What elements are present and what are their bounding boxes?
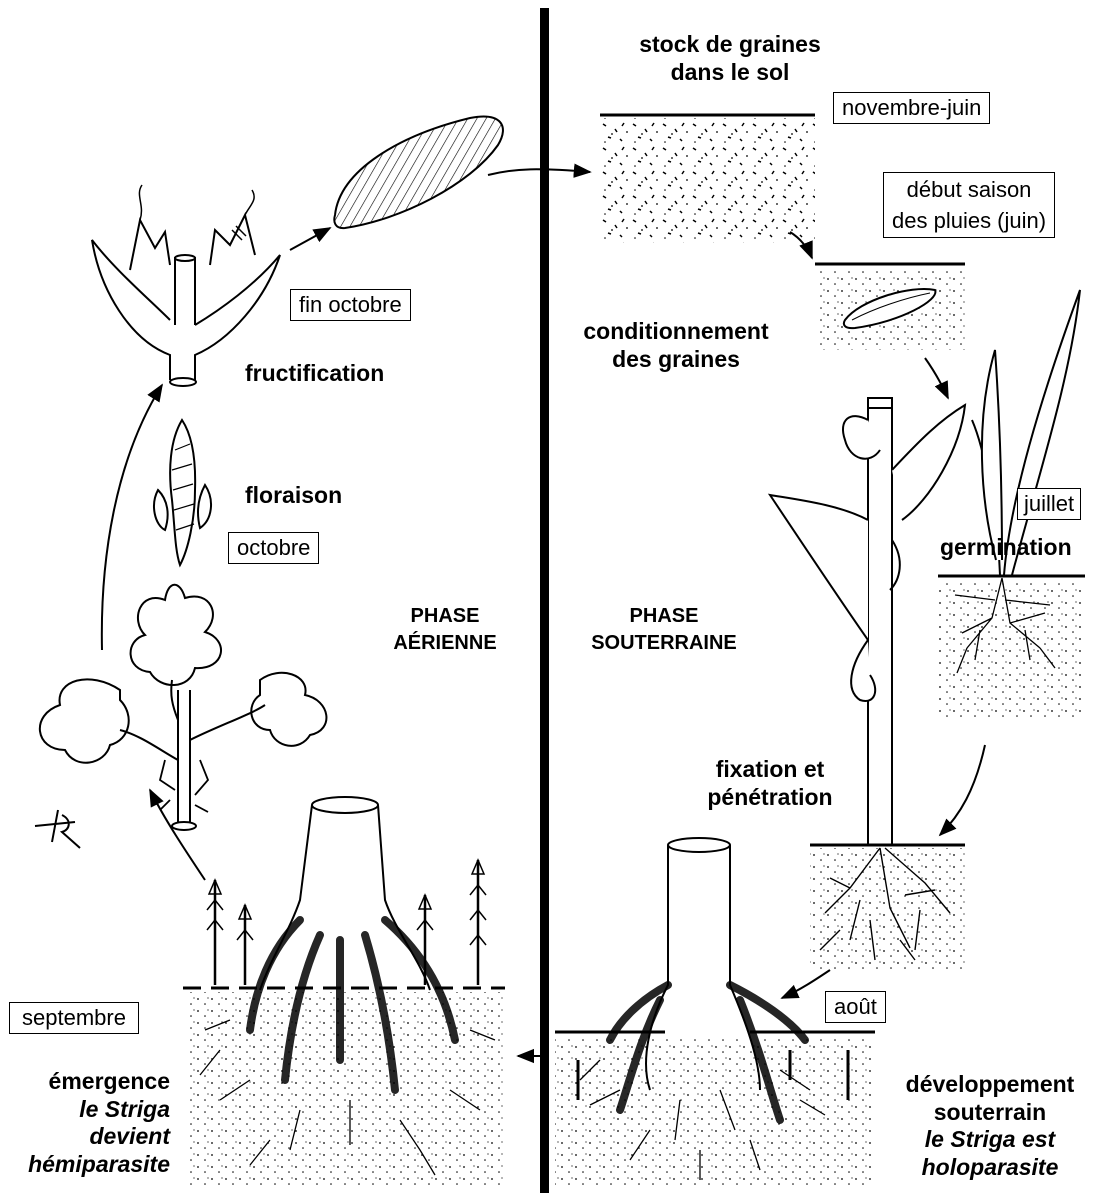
seed-stock-label: stock de graines dans le sol <box>600 31 860 86</box>
emergence-label: émergence le Striga devient hémiparasite <box>10 1068 170 1178</box>
phase-souterraine-line1: PHASE <box>566 603 762 630</box>
fixation-line1: fixation et <box>690 756 850 784</box>
signature-mark <box>35 810 80 848</box>
juillet-box: juillet <box>1017 488 1081 520</box>
septembre-box: septembre <box>9 1002 139 1034</box>
phase-divider <box>540 8 549 1193</box>
phase-aerienne-line1: PHASE <box>375 603 515 630</box>
developpement-line2: souterrain <box>885 1099 1095 1127</box>
fructification-label: fructification <box>245 360 384 388</box>
host-plant <box>770 398 965 973</box>
seed-illustration <box>334 117 503 229</box>
hemiparasite-line1: le Striga <box>10 1096 170 1124</box>
seed-stock-line2: dans le sol <box>600 59 860 87</box>
holoparasite-line2: holoparasite <box>885 1154 1095 1182</box>
hemiparasite-line2: devient <box>10 1123 170 1151</box>
debut-saison-line1: début saison <box>892 174 1046 205</box>
novembre-juin-box: novembre-juin <box>833 92 990 124</box>
seed-stock-soil <box>600 115 815 243</box>
holoparasite-line1: le Striga est <box>885 1126 1095 1154</box>
fin-octobre-box: fin octobre <box>290 289 411 321</box>
fixation-line2: pénétration <box>690 784 850 812</box>
debut-saison-box: début saison des pluies (juin) <box>883 172 1055 238</box>
fixation-label: fixation et pénétration <box>690 756 850 811</box>
phase-aerienne-label: PHASE AÉRIENNE <box>375 603 515 657</box>
octobre-box: octobre <box>228 532 319 564</box>
conditionnement-line1: conditionnement <box>560 318 792 346</box>
conditionnement-line2: des graines <box>560 346 792 374</box>
phase-aerienne-line2: AÉRIENNE <box>375 630 515 657</box>
conditionnement-label: conditionnement des graines <box>560 318 792 373</box>
phase-souterraine-label: PHASE SOUTERRAINE <box>566 603 762 657</box>
emergence-line1: émergence <box>10 1068 170 1096</box>
developpement-label: développement souterrain le Striga est h… <box>885 1071 1095 1181</box>
phase-souterraine-line2: SOUTERRAINE <box>566 630 762 657</box>
germination-label: germination <box>940 534 1072 562</box>
hemiparasite-line3: hémiparasite <box>10 1151 170 1179</box>
aout-box: août <box>825 991 886 1023</box>
debut-saison-line2: des pluies (juin) <box>892 205 1046 236</box>
conditioned-seed-soil <box>815 264 965 350</box>
fruiting-capsule <box>92 185 280 386</box>
developpement-line1: développement <box>885 1071 1095 1099</box>
floraison-label: floraison <box>245 482 342 510</box>
emerged-striga-host <box>183 797 505 1187</box>
seed-stock-line1: stock de graines <box>600 31 860 59</box>
